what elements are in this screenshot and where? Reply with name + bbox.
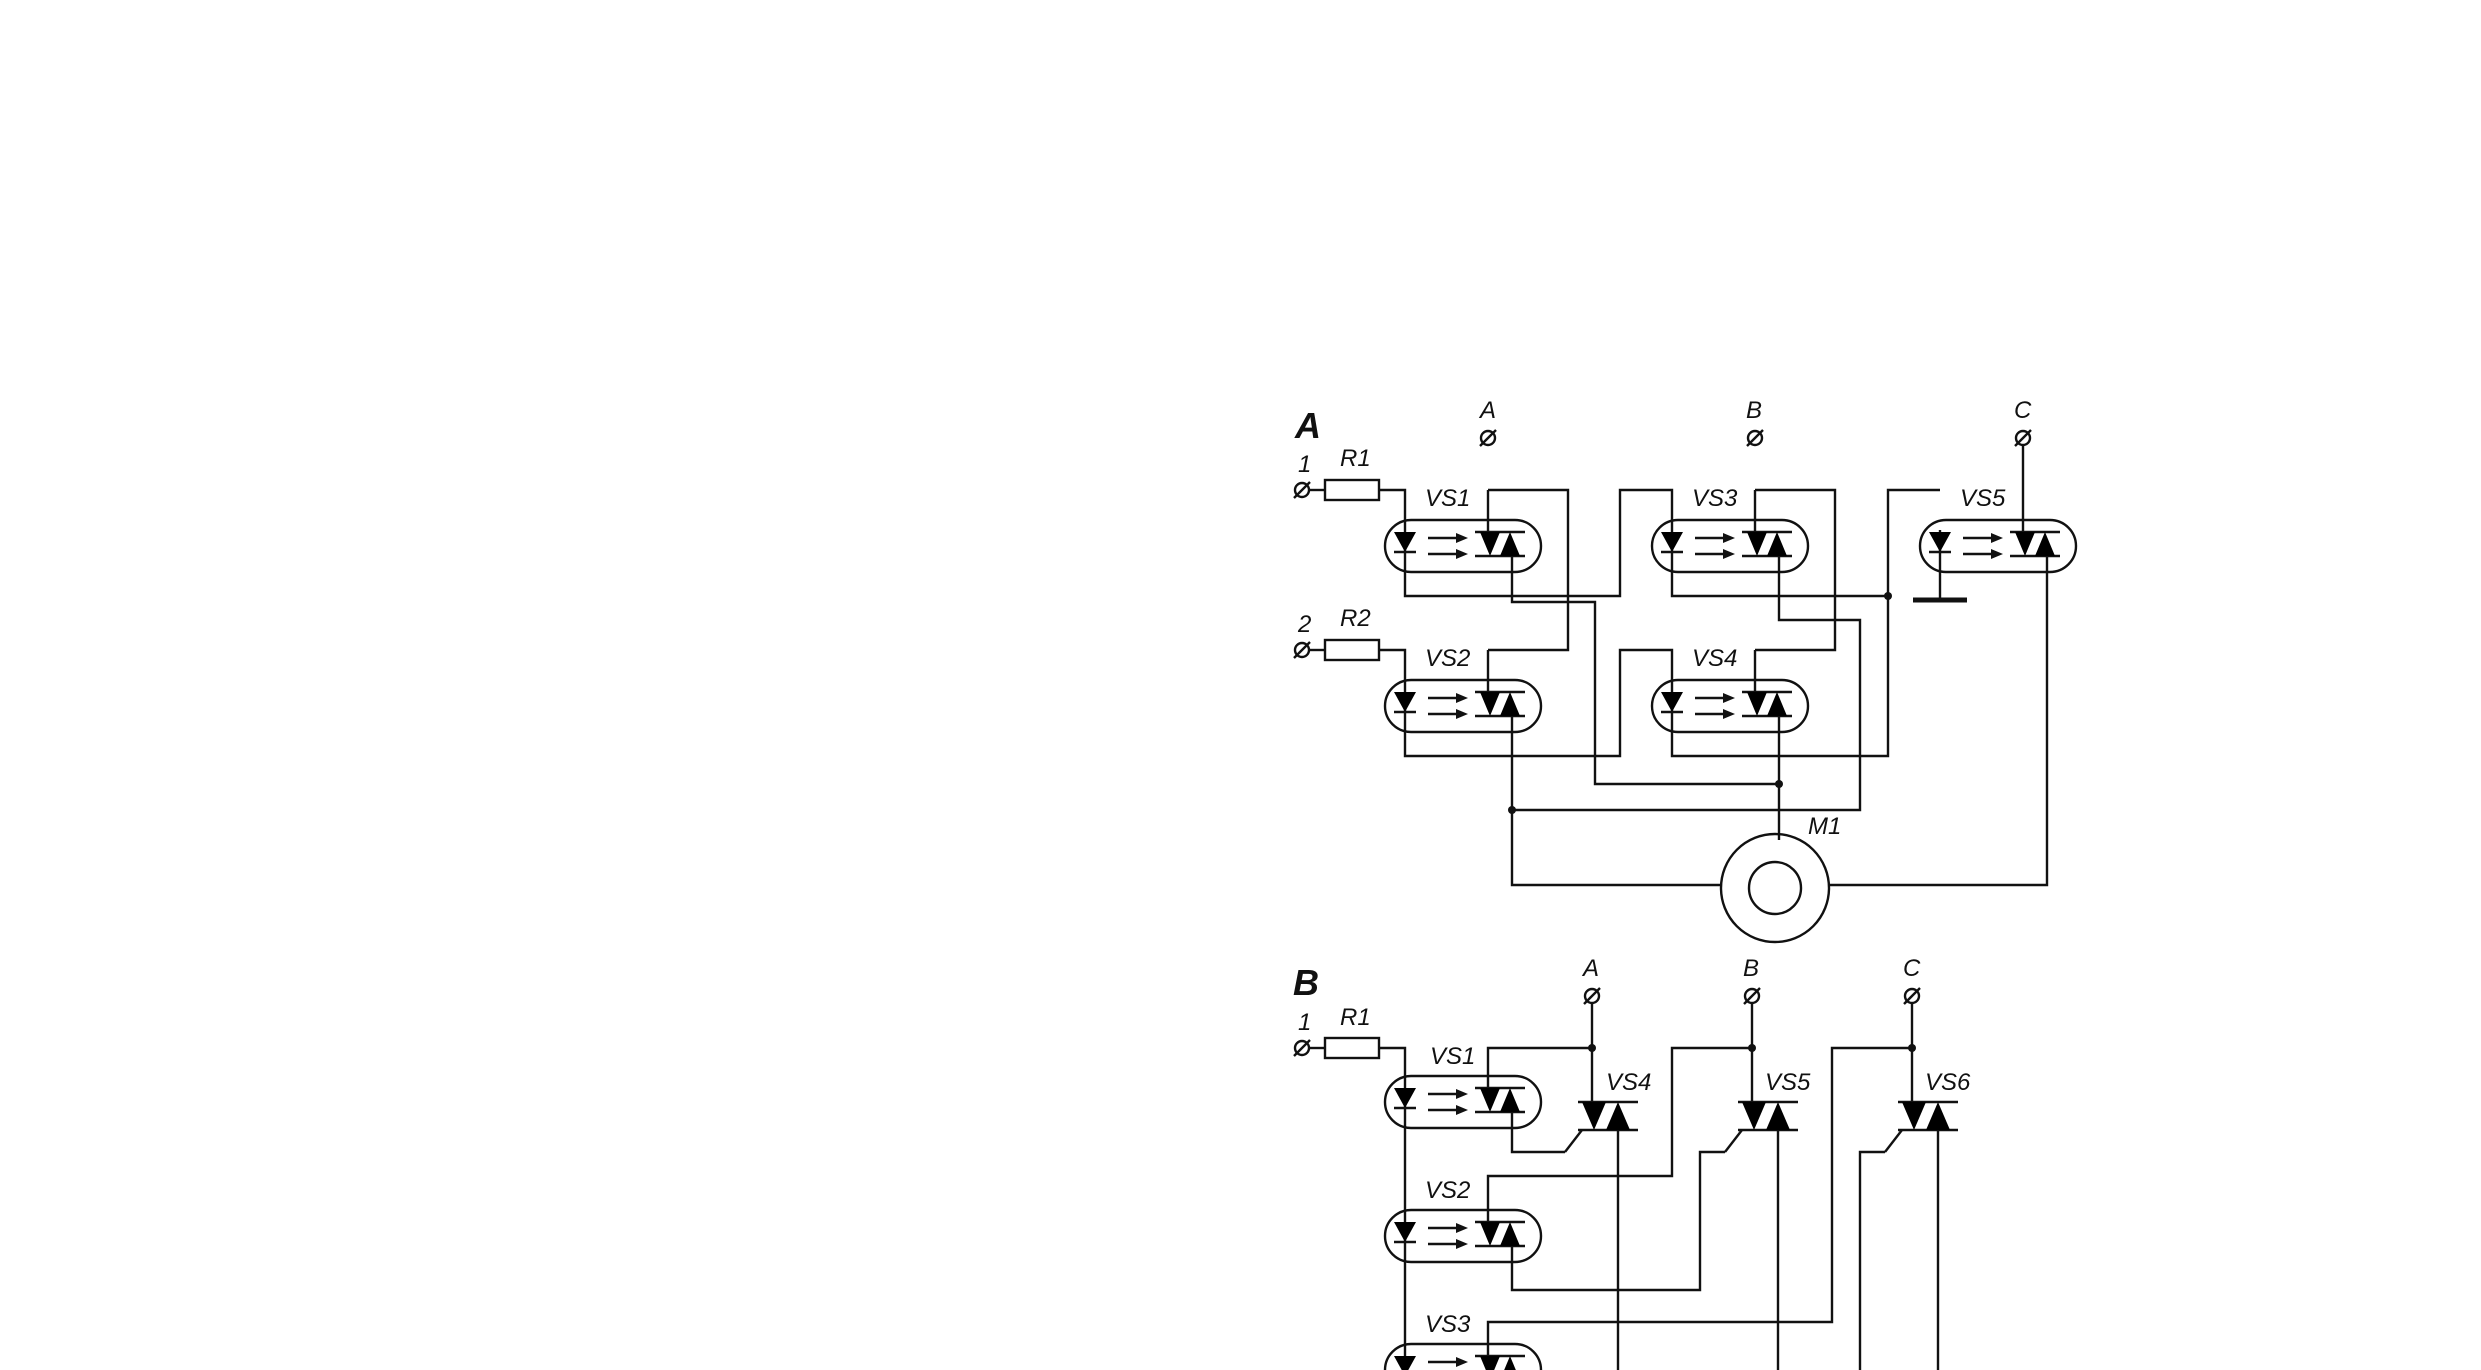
wire [1379,1046,1407,1370]
wiring-a [1403,488,2049,887]
resistor-r1 [1323,478,1381,502]
resistor-r1-label: R1 [1340,1004,1371,1031]
phase-c-terminal [1903,987,1921,1005]
optotriac-vs3 [1650,490,1810,580]
phase-a-label: A [1478,397,1496,424]
input-1-label: 1 [1298,1009,1311,1036]
optotriac-vs3 [1383,1342,1543,1370]
diagram-a: A 1 R1 2 R2 A B C [1293,397,2078,944]
phase-c-label: C [2014,397,2032,424]
vs1-label: VS1 [1425,485,1470,512]
diagram-b-section-label: B [1293,962,1319,1003]
vs4-label: VS4 [1692,645,1737,672]
input-1-label: 1 [1298,451,1311,478]
resistor-r1-label: R1 [1340,445,1371,472]
optotriac-vs2 [1383,1208,1543,1264]
resistor-r1 [1323,1036,1381,1060]
resistor-r2 [1323,638,1381,662]
phase-a-terminal [1479,429,1497,447]
optotriac-vs2 [1383,650,1543,740]
vs4-label: VS4 [1606,1069,1651,1096]
phase-a-label: A [1581,955,1599,982]
vs5-label: VS5 [1765,1069,1811,1096]
optotriac-vs1 [1383,490,1543,580]
vs3-label: VS3 [1425,1311,1471,1338]
phase-a-terminal [1583,987,1601,1005]
triac-vs5 [1724,1048,1798,1370]
phase-b-terminal [1746,429,1764,447]
resistor-r2-label: R2 [1340,605,1371,632]
vs2-label: VS2 [1425,1177,1470,1204]
vs3-label: VS3 [1692,485,1738,512]
wire [1379,488,1407,530]
triac-vs6 [1884,1048,1958,1370]
phase-b-terminal [1743,987,1761,1005]
phase-b-label: B [1743,955,1759,982]
triac-vs4 [1564,1048,1638,1370]
vs1-label: VS1 [1430,1043,1475,1070]
input-terminal-2 [1293,641,1311,659]
input-2-label: 2 [1297,611,1311,638]
wire [1379,648,1407,690]
optotriac-vs5 [1918,446,2078,580]
diagram-a-section-label: A [1294,405,1321,446]
input-terminal-1 [1293,1039,1311,1057]
vs2-label: VS2 [1425,645,1470,672]
phase-c-label: C [1903,955,1921,982]
phase-c-terminal [2014,429,2032,447]
optotriac-vs1 [1383,1074,1543,1130]
vs6-label: VS6 [1925,1069,1971,1096]
motor-m1-label: M1 [1808,813,1841,840]
vs5-label: VS5 [1960,485,2006,512]
motor-m1 [1719,832,1831,944]
wiring-b [1486,1004,1916,1370]
optotriac-vs4 [1650,650,1810,740]
input-terminal-1 [1293,481,1311,499]
diagram-b: B 1 R1 A B C [1293,955,1971,1370]
phase-b-label: B [1746,397,1762,424]
